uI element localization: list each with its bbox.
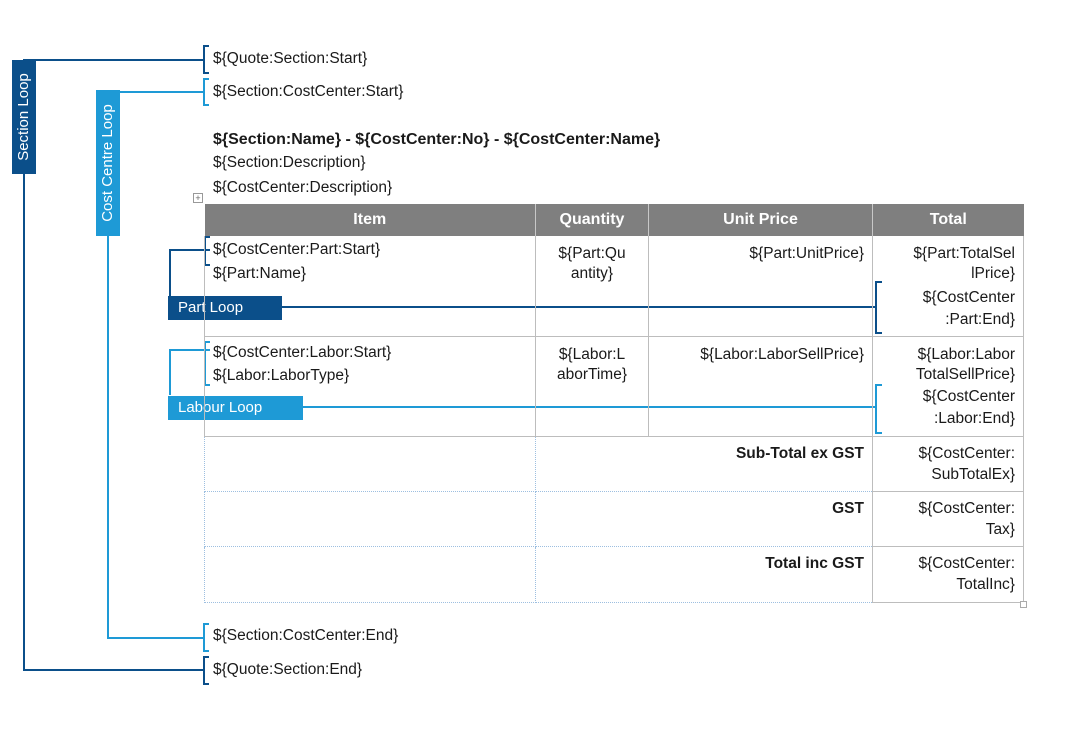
labor-unit-price: ${Labor:LaborSellPrice} (700, 345, 864, 363)
part-item-cell[interactable]: ${CostCenter:Part:Start} ${Part:Name} (204, 236, 536, 337)
section-costcenter-start: ${Section:CostCenter:Start} (213, 83, 404, 100)
gst-label: GST (832, 499, 864, 517)
part-row: ${CostCenter:Part:Start} ${Part:Name} ${… (204, 236, 1024, 337)
total-line1: ${CostCenter: (918, 554, 1016, 572)
gst-line2: Tax} (985, 520, 1015, 538)
labor-row: ${CostCenter:Labor:Start} ${Labor:LaborT… (204, 336, 1024, 437)
total-label: Total inc GST (765, 554, 864, 572)
subtotal-row: Sub-Total ex GST ${CostCenter: SubTotalE… (204, 436, 1024, 492)
section-description: ${Section:Description} (213, 154, 366, 171)
total-row: Total inc GST ${CostCenter: TotalInc} (204, 546, 1024, 603)
labour-loop-left-line (169, 349, 210, 395)
part-total-line2: lPrice} (971, 265, 1015, 282)
labor-unit-price-cell[interactable]: ${Labor:LaborSellPrice} (648, 336, 873, 437)
gst-blank-cell (204, 491, 536, 547)
labor-type-tag: ${Labor:LaborType} (213, 366, 350, 384)
labor-total-cell[interactable]: ${Labor:Labor TotalSellPrice} ${CostCent… (872, 336, 1024, 437)
part-loop-left-line (169, 249, 210, 297)
table-resize-handle[interactable] (1020, 601, 1027, 608)
costcentre-start-bracket (203, 78, 209, 106)
gst-row: GST ${CostCenter: Tax} (204, 491, 1024, 547)
part-start-tag: ${CostCenter:Part:Start} (213, 241, 381, 258)
labor-total-line2: TotalSellPrice} (915, 365, 1015, 383)
subtotal-line1: ${CostCenter: (918, 444, 1016, 462)
part-end-line1: ${CostCenter (922, 289, 1015, 306)
total-label-cell: Total inc GST (535, 546, 873, 603)
part-quantity-line1: ${Part:Qu (558, 245, 626, 262)
quote-section-end: ${Quote:Section:End} (213, 661, 363, 678)
section-costcenter-end: ${Section:CostCenter:End} (213, 627, 399, 644)
subtotal-value-cell[interactable]: ${CostCenter: SubTotalEx} (872, 436, 1024, 492)
costcentre-end-bracket (203, 623, 209, 652)
part-unit-price: ${Part:UnitPrice} (749, 245, 864, 262)
labor-quantity-line2: aborTime} (556, 365, 628, 383)
part-end-line2: :Part:End} (945, 311, 1015, 328)
costcenter-description: ${CostCenter:Description} (213, 179, 393, 196)
header-quantity: Quantity (535, 204, 649, 236)
labor-total-line1: ${Labor:Labor (917, 345, 1015, 363)
part-quantity-line2: antity} (570, 265, 614, 282)
labor-item-cell[interactable]: ${CostCenter:Labor:Start} ${Labor:LaborT… (204, 336, 536, 437)
subtotal-blank-cell (204, 436, 536, 492)
section-end-bracket (203, 656, 209, 685)
part-name-tag: ${Part:Name} (213, 265, 307, 282)
total-blank-cell (204, 546, 536, 603)
section-loop-start-line (23, 59, 204, 68)
labor-quantity-line1: ${Labor:L (558, 345, 626, 363)
part-quantity-cell[interactable]: ${Part:Qu antity} (535, 236, 649, 337)
gst-value-cell[interactable]: ${CostCenter: Tax} (872, 491, 1024, 547)
gst-line1: ${CostCenter: (918, 499, 1016, 517)
subtotal-line2: SubTotalEx} (931, 465, 1015, 483)
costcentre-loop-start-line (107, 90, 204, 93)
total-line2: TotalInc} (956, 575, 1015, 593)
quote-table: Item Quantity Unit Price Total ${CostCen… (204, 204, 1024, 603)
part-unit-price-cell[interactable]: ${Part:UnitPrice} (648, 236, 873, 337)
part-total-line1: ${Part:TotalSel (913, 245, 1015, 262)
labor-start-tag: ${CostCenter:Labor:Start} (213, 343, 392, 361)
section-heading: ${Section:Name} - ${CostCenter:No} - ${C… (213, 131, 661, 148)
table-header-row: Item Quantity Unit Price Total (204, 204, 1024, 236)
header-item: Item (204, 204, 536, 236)
costcentre-loop-end-line (107, 236, 204, 639)
move-handle-icon[interactable]: + (193, 193, 203, 203)
subtotal-label: Sub-Total ex GST (735, 444, 864, 462)
labor-quantity-cell[interactable]: ${Labor:L aborTime} (535, 336, 649, 437)
quote-section-start: ${Quote:Section:Start} (213, 50, 368, 67)
labor-end-line2: :Labor:End} (933, 409, 1015, 427)
labor-end-line1: ${CostCenter (922, 387, 1015, 405)
section-loop-end-line (23, 172, 204, 671)
subtotal-label-cell: Sub-Total ex GST (535, 436, 873, 492)
header-unit-price: Unit Price (648, 204, 873, 236)
section-start-bracket (203, 45, 209, 74)
header-total: Total (872, 204, 1024, 236)
cost-centre-loop-label: Cost Centre Loop (96, 90, 120, 236)
gst-label-cell: GST (535, 491, 873, 547)
total-value-cell[interactable]: ${CostCenter: TotalInc} (872, 546, 1024, 603)
section-loop-label: Section Loop (12, 60, 36, 174)
part-total-cell[interactable]: ${Part:TotalSel lPrice} ${CostCenter :Pa… (872, 236, 1024, 337)
